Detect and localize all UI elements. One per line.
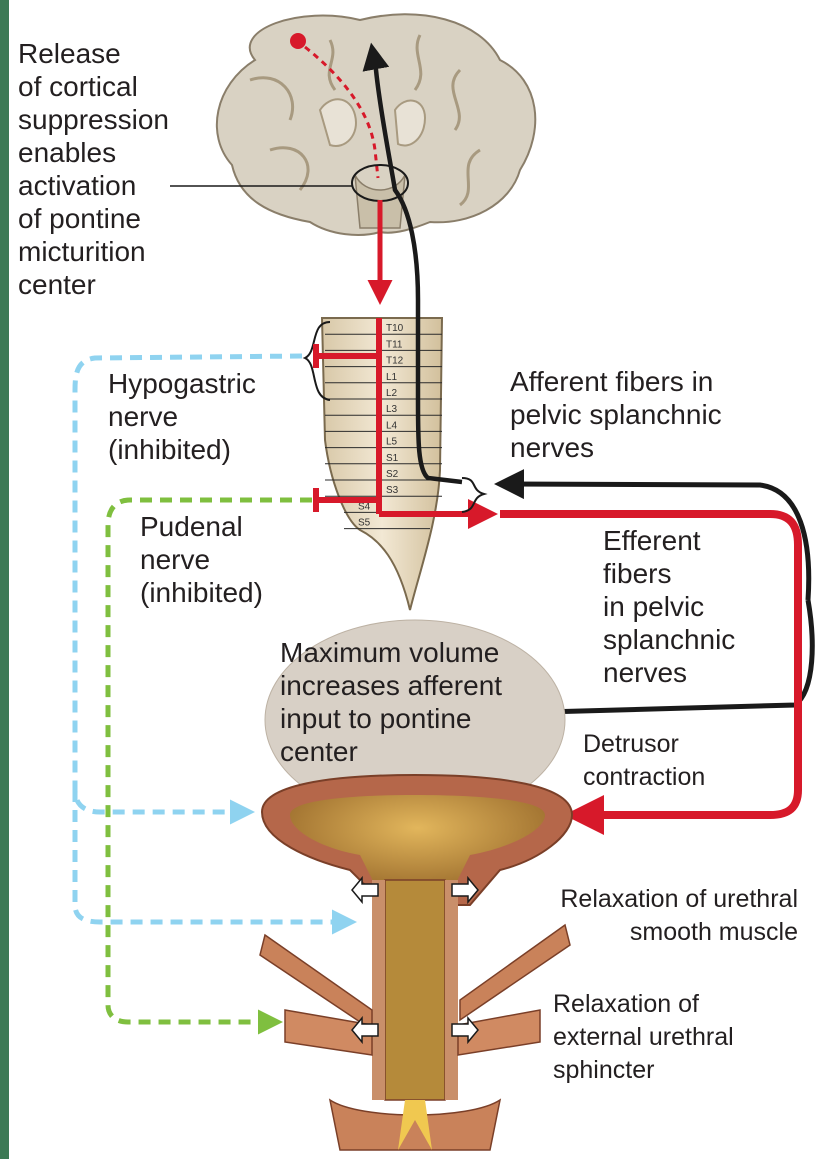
spinal-segment-label: S2 xyxy=(386,469,399,480)
spinal-segment-label: S4 xyxy=(358,501,371,512)
spinal-segment-label: T12 xyxy=(386,356,404,367)
urethral-smooth-muscle-label: Relaxation of urethral smooth muscle xyxy=(478,883,798,949)
spinal-segment-label: L5 xyxy=(386,437,398,448)
maximum-volume-label: Maximum volume increases afferent input … xyxy=(280,636,570,768)
brain-illustration xyxy=(217,14,535,235)
external-sphincter-label: Relaxation of external urethral sphincte… xyxy=(553,988,793,1087)
cortical-center-dot xyxy=(290,33,306,49)
spinal-segment-label: S1 xyxy=(386,453,399,464)
cortical-suppression-label: Release of cortical suppression enables … xyxy=(18,37,203,301)
afferent-fibers-label: Afferent fibers in pelvic splanchnic ner… xyxy=(510,365,800,464)
spinal-segment-label: S3 xyxy=(386,485,399,496)
spinal-segment-label: L1 xyxy=(386,372,398,383)
hypogastric-nerve-label: Hypogastric nerve (inhibited) xyxy=(108,367,308,466)
efferent-fibers-label: Efferent fibers in pelvic splanchnic ner… xyxy=(603,524,793,689)
spinal-segment-label: L2 xyxy=(386,388,398,399)
spinal-segment-label: L3 xyxy=(386,404,398,415)
spinal-segment-label: L4 xyxy=(386,420,398,431)
spinal-segment-label: S5 xyxy=(358,518,371,529)
sacral-bracket xyxy=(462,478,484,512)
spinal-segment-label: T10 xyxy=(386,323,404,334)
pudenal-nerve-label: Pudenal nerve (inhibited) xyxy=(140,510,315,609)
spinal-segment-label: T11 xyxy=(386,339,403,350)
detrusor-contraction-label: Detrusor contraction xyxy=(583,728,783,794)
